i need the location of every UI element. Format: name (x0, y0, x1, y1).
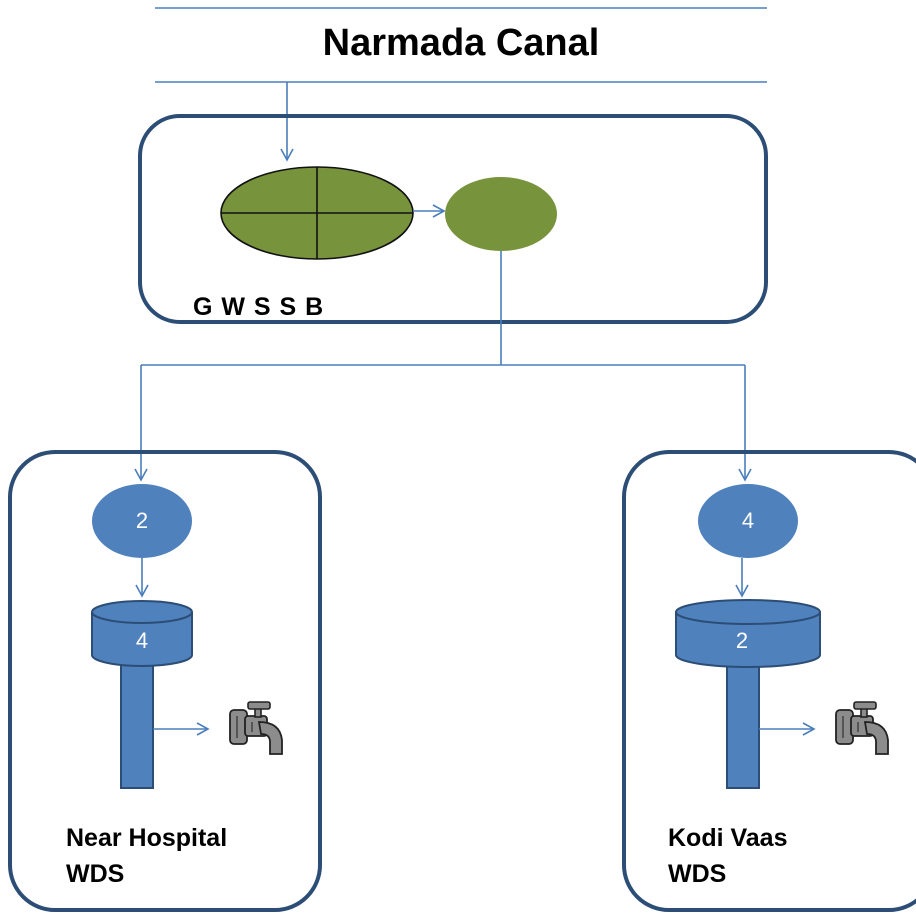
left-node-value: 2 (135, 508, 149, 533)
canal-title: Narmada Canal (322, 22, 600, 64)
left-tap-icon (229, 701, 283, 755)
right-station-type: WDS (668, 860, 727, 888)
right-station-name: Kodi Vaas (668, 824, 788, 852)
right-tank-value: 2 (735, 628, 749, 653)
left-tank (91, 600, 193, 789)
left-tank-value: 4 (135, 628, 149, 653)
plant-label: G W S S B (193, 293, 325, 321)
left-node (92, 484, 192, 558)
left-station-type: WDS (66, 860, 125, 888)
plant-box (138, 114, 768, 324)
left-station-box (8, 450, 322, 912)
sump (445, 177, 557, 251)
right-station-box (622, 450, 916, 912)
treatment-unit (220, 166, 414, 260)
right-tap-icon (835, 701, 889, 755)
right-tank (675, 599, 821, 789)
right-node (698, 484, 798, 558)
right-node-value: 4 (741, 508, 755, 533)
left-station-name: Near Hospital (66, 824, 228, 852)
